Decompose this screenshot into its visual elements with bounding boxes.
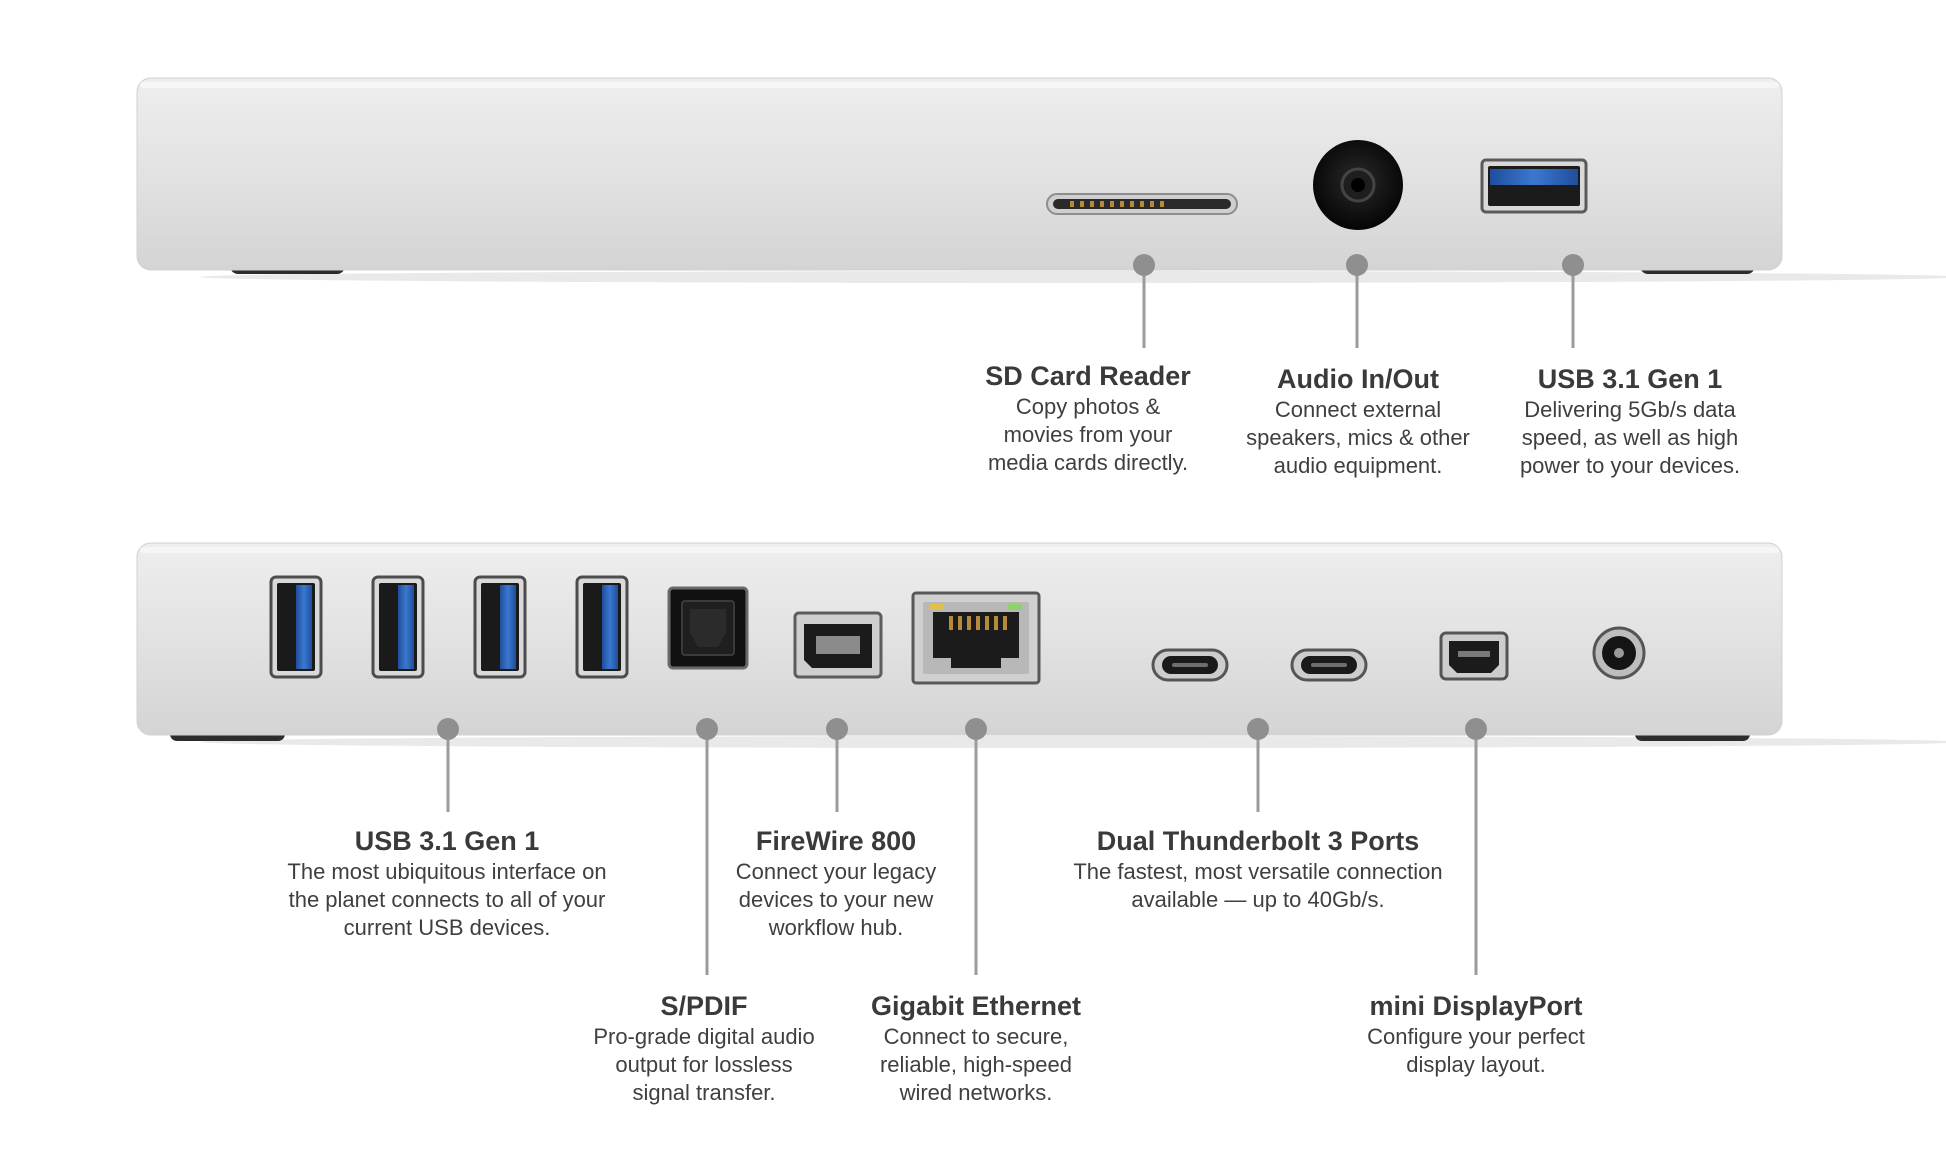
callout-lines — [437, 254, 1584, 975]
callout-gigabit-ethernet: Gigabit Ethernet Connect to secure, reli… — [871, 990, 1081, 1107]
callout-desc-line: Connect your legacy — [735, 859, 937, 884]
callout-title: SD Card Reader — [985, 361, 1191, 391]
sd-slot-icon — [1046, 193, 1238, 215]
callout-sd-card-reader: SD Card Reader Copy photos & movies from… — [985, 360, 1191, 477]
spdif-port-icon — [667, 586, 749, 670]
callout-desc-line: display layout. — [1406, 1052, 1546, 1077]
callout-desc-line: media cards directly. — [987, 450, 1189, 475]
front-panel — [136, 77, 1946, 283]
callout-desc-line: The fastest, most versatile connection — [1073, 859, 1443, 884]
callout-desc-line: movies from your — [1003, 422, 1173, 447]
callout-desc-line: Connect external — [1274, 397, 1442, 422]
callout-desc-line: speakers, mics & other — [1246, 425, 1470, 450]
callout-desc-line: Copy photos & — [1015, 394, 1161, 419]
callout-desc-line: reliable, high-speed — [879, 1052, 1073, 1077]
callout-spdif: S/PDIF Pro-grade digital audio output fo… — [593, 990, 814, 1107]
usb-a-port-icon — [575, 575, 629, 679]
audio-jack-icon — [1313, 140, 1403, 230]
callout-thunderbolt-3: Dual Thunderbolt 3 Ports The fastest, mo… — [1073, 825, 1442, 914]
callout-mini-displayport: mini DisplayPort Configure your perfect … — [1367, 990, 1585, 1079]
callout-title: FireWire 800 — [755, 826, 917, 856]
callout-desc-line: audio equipment. — [1273, 453, 1443, 478]
thunderbolt-port-icon — [1151, 648, 1229, 682]
callout-title: Gigabit Ethernet — [870, 991, 1082, 1021]
callout-desc-line: Pro-grade digital audio — [593, 1024, 815, 1049]
mini-displayport-icon — [1439, 631, 1509, 681]
callout-usb-rear: USB 3.1 Gen 1 The most ubiquitous interf… — [287, 825, 606, 942]
callout-desc-line: workflow hub. — [768, 915, 904, 940]
callout-title: Audio In/Out — [1277, 364, 1439, 394]
power-port-icon — [1592, 626, 1646, 680]
usb-a-port-icon — [1480, 158, 1588, 214]
callout-desc-line: power to your devices. — [1519, 453, 1741, 478]
callout-audio-in-out: Audio In/Out Connect external speakers, … — [1246, 363, 1470, 480]
callout-desc-line: Delivering 5Gb/s data — [1524, 397, 1736, 422]
callout-desc-line: wired networks. — [899, 1080, 1053, 1105]
callout-title: Dual Thunderbolt 3 Ports — [1096, 826, 1420, 856]
callout-desc-line: signal transfer. — [632, 1080, 776, 1105]
callout-usb-front: USB 3.1 Gen 1 Delivering 5Gb/s data spee… — [1520, 363, 1740, 480]
usb-a-port-icon — [371, 575, 425, 679]
callout-title: USB 3.1 Gen 1 — [354, 826, 540, 856]
callout-desc-line: the planet connects to all of your — [288, 887, 606, 912]
thunderbolt-port-icon — [1290, 648, 1368, 682]
callout-desc-line: Configure your perfect — [1367, 1024, 1585, 1049]
callout-desc-line: available — up to 40Gb/s. — [1131, 887, 1385, 912]
callout-desc-line: Connect to secure, — [883, 1024, 1069, 1049]
rear-panel — [136, 542, 1946, 748]
callout-title: mini DisplayPort — [1369, 991, 1583, 1021]
callout-desc-line: speed, as well as high — [1521, 425, 1739, 450]
callout-desc-line: current USB devices. — [343, 915, 551, 940]
usb-a-port-icon — [473, 575, 527, 679]
usb-a-port-icon — [269, 575, 323, 679]
firewire-port-icon — [793, 611, 883, 679]
ethernet-port-icon — [911, 591, 1041, 685]
callout-title: S/PDIF — [660, 991, 748, 1021]
callout-firewire-800: FireWire 800 Connect your legacy devices… — [736, 825, 937, 942]
callout-desc-line: The most ubiquitous interface on — [287, 859, 607, 884]
callout-desc-line: output for lossless — [615, 1052, 793, 1077]
callout-title: USB 3.1 Gen 1 — [1537, 364, 1723, 394]
callout-desc-line: devices to your new — [738, 887, 934, 912]
